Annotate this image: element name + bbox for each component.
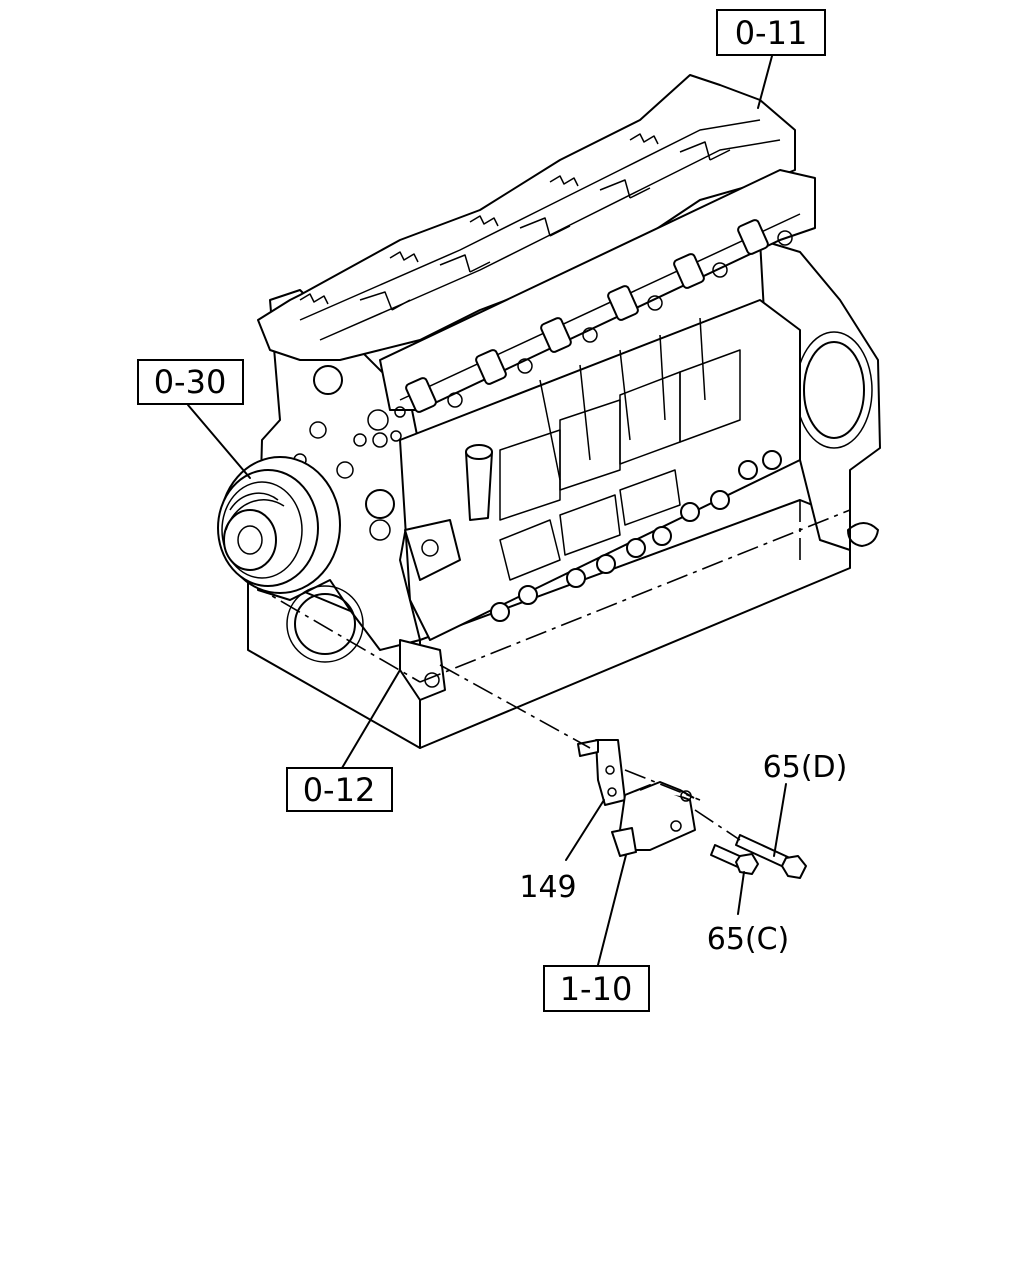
leader-0-30	[187, 404, 251, 479]
engine-foot	[611, 781, 696, 857]
callout-1-10[interactable]: 1-10	[543, 965, 650, 1012]
callout-0-30[interactable]: 0-30	[137, 359, 244, 405]
callout-65d[interactable]: 65(D)	[763, 750, 848, 785]
crank-pulley	[217, 456, 341, 594]
leader-149	[565, 799, 605, 861]
callout-1-10-text: 1-10	[560, 970, 633, 1008]
callout-0-12-text: 0-12	[303, 771, 376, 809]
callout-0-12[interactable]: 0-12	[286, 767, 393, 812]
callout-149[interactable]: 149	[519, 870, 576, 905]
bolt-65d	[735, 834, 807, 879]
callout-0-11-text: 0-11	[735, 14, 808, 52]
bracket-149	[577, 739, 626, 806]
leader-0-12	[341, 669, 401, 769]
bolt-65c	[710, 844, 759, 875]
callout-0-30-text: 0-30	[154, 363, 227, 401]
leader-1-10	[597, 854, 627, 966]
cylinder-head	[257, 74, 816, 448]
callout-65c[interactable]: 65(C)	[707, 922, 790, 957]
callout-0-11[interactable]: 0-11	[716, 9, 826, 56]
leader-65d	[773, 783, 787, 857]
leader-65c	[737, 871, 745, 915]
leader-0-11	[757, 55, 773, 109]
